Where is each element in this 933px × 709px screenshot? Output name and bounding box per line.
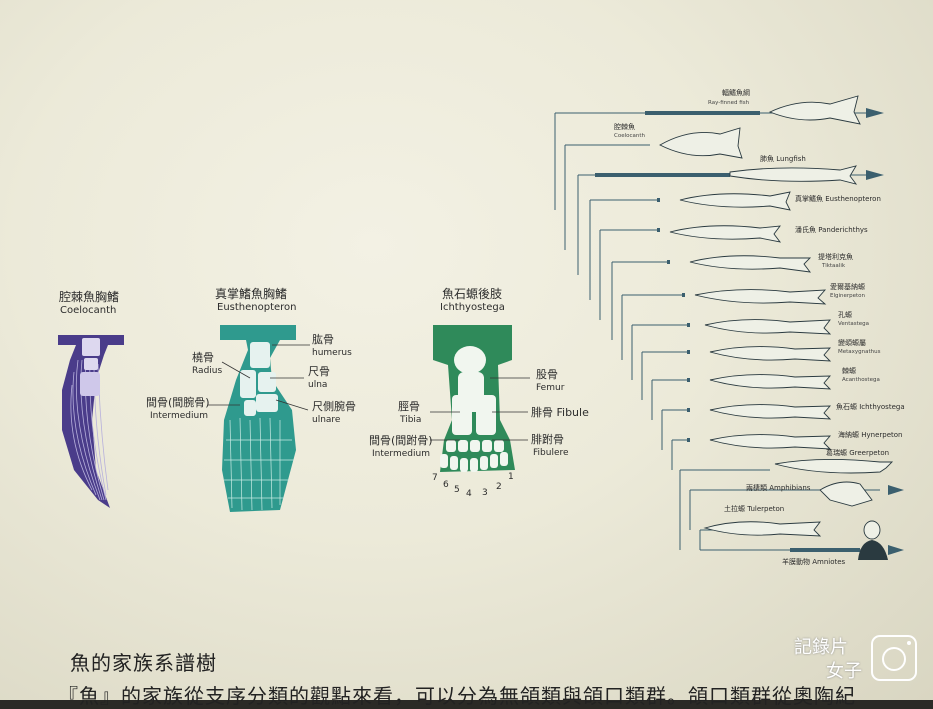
ulna-label-en: ulna [308,381,327,390]
taxon-label-zh: 魚石螈 Ichthyostega [836,404,905,411]
digit-number: 1 [508,473,514,482]
cladogram-arrows [866,108,904,555]
tibia-label-zh: 脛骨 [398,401,420,412]
taxon-label-en: Coelocanth [614,134,645,140]
taxon-label-zh: 羊膜動物 Amniotes [782,559,845,566]
digit-number: 7 [432,474,438,483]
eusthenopteron-fin-drawing [220,325,296,512]
ichthyostega-title-en: Ichthyostega [440,303,505,313]
taxon-label-zh: 愛爾基納螈 [830,284,865,291]
fibule-label: 腓骨 Fibule [531,407,589,418]
watermark-line1: 記錄片 [794,633,848,659]
taxon-label-zh: 棘螈 [842,368,856,375]
eusthenopteron-title-zh: 真掌鰭魚胸鰭 [215,288,287,300]
digit-number: 6 [443,481,449,490]
taxon-label-zh: 兩棲類 Amphibians [746,485,810,492]
fibulere-label-zh: 腓跗骨 [531,434,564,445]
eusthenopteron-title-en: Eusthenopteron [217,303,297,313]
taxon-label-zh: 腔棘魚 [614,124,635,131]
femur-label-zh: 股骨 [536,369,558,380]
ichthyostega-limb-drawing [433,325,515,472]
taxon-label-zh: 潘氏魚 Panderichthys [795,227,868,234]
watermark-line2: 女子 [826,657,862,683]
caption-body: 『魚』的家族從支序分類的觀點來看，可以分為無頜類與頜口類群。頜口類群從奧陶紀 [58,680,856,709]
taxon-label-zh: 提塔利克魚 [818,254,853,261]
radius-label-zh: 橈骨 [192,352,214,363]
taxon-label-en: Elginerpeton [830,294,865,300]
taxon-label-zh: 真掌鰭魚 Eusthenopteron [795,196,881,203]
fibulere-label-en: Fibulere [533,449,569,458]
taxon-label-en: Ventastega [838,322,869,328]
taxon-label-en: Tiktaalik [822,264,845,270]
digit-number: 5 [454,486,460,495]
femur-label-en: Femur [536,384,564,393]
watermark: 記錄片 女子 [790,633,920,683]
taxon-label-zh: 孔螈 [838,312,852,319]
taxon-label-zh: 輻鰭魚綱 [722,90,750,97]
ulnare-label-en: ulnare [312,416,340,425]
caption-heading: 魚的家族系譜樹 [70,647,217,676]
coelocanth-fin-drawing [58,335,124,508]
humerus-label-zh: 肱骨 [312,334,334,345]
tibia-label-en: Tibia [400,416,421,425]
humerus-label-en: humerus [312,349,352,358]
digit-number: 2 [496,483,502,492]
eus-intermedium-label-en: Intermedium [150,412,208,421]
ich-intermedium-label-zh: 間骨(間跗骨) [369,435,433,446]
human-figure-icon [858,521,888,560]
taxon-label-en: Metaxygnathus [838,350,881,356]
coelocanth-title-en: Coelocanth [60,306,116,316]
taxon-label-zh: 海納螈 Hynerpeton [838,432,902,439]
ichthyostega-title-zh: 魚石螈後肢 [442,288,502,300]
taxon-label-en: Acanthostega [842,378,880,384]
taxon-label-zh: 變頜螈屬 [838,340,866,347]
radius-label-en: Radius [192,367,222,376]
ulnare-label-zh: 尺側腕骨 [312,401,356,412]
taxon-label-en: Ray-finned fish [708,101,749,107]
eus-intermedium-label-zh: 間骨(間腕骨) [146,397,210,408]
digit-number: 4 [466,490,472,499]
ich-intermedium-label-en: Intermedium [372,450,430,459]
digit-number: 3 [482,489,488,498]
taxon-label-zh: 肺魚 Lungfish [760,156,806,163]
ulna-label-zh: 尺骨 [308,366,330,377]
coelocanth-title-zh: 腔棘魚胸鰭 [59,291,119,303]
taxon-label-zh: 土拉螈 Tulerpeton [724,506,784,513]
taxon-label-zh: 葛瑞螈 Greerpeton [826,450,889,457]
